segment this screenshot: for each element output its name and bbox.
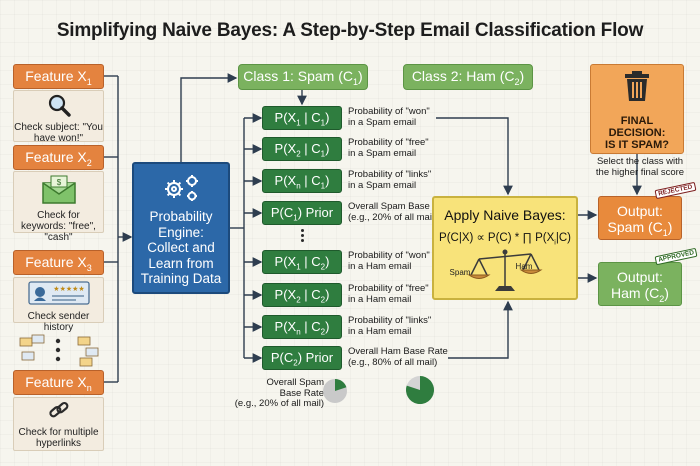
- feature-x3-caption: Check sender history: [27, 311, 90, 333]
- svg-text:★★★★★: ★★★★★: [53, 285, 84, 293]
- prob-x1-ham-desc: Probability of "won"in a Ham email: [348, 250, 430, 272]
- vertical-ellipsis: [298, 229, 306, 242]
- engine-line-1: Probability: [149, 209, 213, 224]
- prob-ham-prior-desc: Overall Ham Base Rate(e.g., 80% of all m…: [348, 346, 448, 368]
- feature-x3-header: Feature X3: [13, 250, 104, 275]
- engine-line-3: Collect and: [147, 240, 215, 255]
- prob-x2-spam-desc: Probability of "free"in a Spam email: [348, 137, 429, 159]
- prob-spam-prior: P(C1) Prior: [262, 201, 342, 225]
- scale-spam-label: Spam: [449, 268, 471, 277]
- prob-spam-prior-desc: Overall Spam Base(e.g., 20% of all mail): [348, 201, 438, 223]
- decision-line-1: FINAL DECISION:: [608, 115, 666, 139]
- ham-base-rate-pie: [406, 376, 435, 404]
- output-ham-box: Output: Ham (C2): [598, 262, 682, 306]
- spam-base-rate-pie: [323, 379, 347, 403]
- decision-line-2: IS IT SPAM?: [605, 139, 669, 151]
- prob-xn-given-spam: P(Xn | C1): [262, 169, 342, 193]
- feature-x2-caption: Check for keywords: "free", "cash": [21, 210, 96, 243]
- prob-xn-spam-desc: Probability of "links"in a Spam email: [348, 169, 432, 191]
- scale-ham-label: Ham: [515, 262, 533, 271]
- link-chain-icon: [48, 401, 68, 418]
- magnifier-icon: [48, 94, 71, 117]
- prob-ham-prior: P(C2) Prior: [262, 346, 342, 370]
- feature-x1-card: Check subject: "You have won!": [13, 90, 104, 144]
- feature-x1-caption: Check subject: "You have won!": [14, 122, 103, 144]
- apply-title: Apply Naive Bayes:: [444, 207, 566, 223]
- class-ham-header: Class 2: Ham (C2): [403, 64, 533, 90]
- feature-xn-caption: Check for multiple hyperlinks: [18, 427, 99, 449]
- output-spam-box: Output: Spam (C1): [598, 196, 682, 240]
- prob-x1-given-ham: P(X1 | C2): [262, 250, 342, 274]
- svg-text:$: $: [56, 178, 61, 187]
- feature-x2-header: Feature X2: [13, 145, 104, 170]
- diagram-title: Simplifying Naive Bayes: A Step-by-Step …: [56, 20, 644, 41]
- prob-x2-given-spam: P(X2 | C1): [262, 137, 342, 161]
- engine-line-4: Learn from: [148, 255, 214, 271]
- probability-engine-box: Probability Engine: Collect and Learn fr…: [132, 162, 230, 294]
- spam-pie-slice: [335, 379, 347, 391]
- prob-x2-ham-desc: Probability of "free"in a Ham email: [348, 283, 429, 305]
- engine-line-5: Training Data: [140, 271, 222, 286]
- prob-x2-given-ham: P(X2 | C2): [262, 283, 342, 307]
- sender-id-card-icon: ★★★★★: [27, 281, 90, 305]
- engine-line-2: Engine:: [158, 224, 204, 240]
- ham-pie-slice: [406, 376, 435, 404]
- mini-envelopes-icon: [19, 334, 99, 367]
- prob-xn-ham-desc: Probability of "links"in a Ham email: [348, 315, 432, 337]
- apply-naive-bayes-box: Apply Naive Bayes: P(C|X) ∝ P(C) * ∏ P(X…: [432, 196, 578, 300]
- class-spam-header: Class 1: Spam (C1): [238, 64, 368, 90]
- final-decision-box: FINAL DECISION: IS IT SPAM?: [590, 64, 684, 154]
- feature-xn-header: Feature Xn: [13, 370, 104, 395]
- feature-x1-header: Feature X1: [13, 64, 104, 89]
- balance-scale-icon: [467, 249, 543, 292]
- prob-x1-spam-desc: Probability of "won"in a Spam email: [348, 106, 430, 128]
- prob-x1-given-spam: P(X1 | C1): [262, 106, 342, 130]
- trash-can-icon: [625, 71, 649, 101]
- gears-icon: [165, 175, 198, 201]
- feature-x2-card: $ Check for keywords: "free", "cash": [13, 171, 104, 243]
- feature-xn-card: Check for multiple hyperlinks: [13, 397, 104, 451]
- naive-bayes-formula: P(C|X) ∝ P(C) * ∏ P(Xi|C): [439, 232, 571, 247]
- feature-x3-card: ★★★★★ Check sender history: [13, 277, 104, 333]
- prob-xn-given-ham: P(Xn | C2): [262, 315, 342, 339]
- money-envelope-icon: $: [41, 175, 76, 204]
